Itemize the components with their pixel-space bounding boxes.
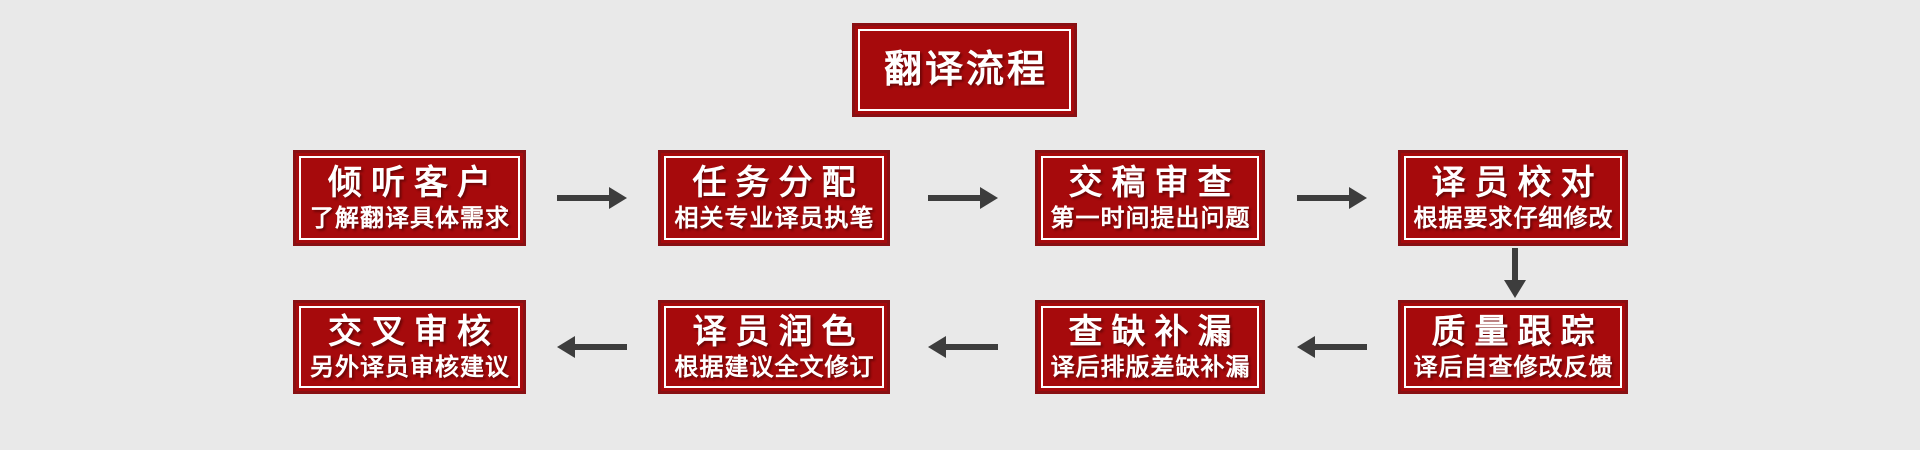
step-box-task-assignment: 任务分配 相关专业译员执笔 (658, 150, 890, 246)
step-box-translator-proofreading: 译员校对 根据要求仔细修改 (1398, 150, 1628, 246)
step-subtitle: 另外译员审核建议 (310, 353, 510, 381)
step-box-listen-to-customer: 倾听客户 了解翻译具体需求 (293, 150, 526, 246)
flowchart-title-box: 翻译流程 (852, 23, 1077, 117)
arrow-right-icon (557, 183, 627, 213)
step-title: 译员润色 (692, 312, 865, 351)
arrow-left-icon (1297, 332, 1367, 362)
step-title: 质量跟踪 (1431, 312, 1604, 351)
step-title: 倾听客户 (328, 163, 500, 202)
arrow-left-icon (928, 332, 998, 362)
step-box-translator-polishing: 译员润色 根据建议全文修订 (658, 300, 890, 394)
arrow-left-icon (557, 332, 627, 362)
step-subtitle: 译后自查修改反馈 (1413, 353, 1614, 381)
arrow-down-icon (1500, 248, 1530, 298)
step-title: 任务分配 (692, 163, 865, 202)
step-subtitle: 了解翻译具体需求 (310, 204, 510, 232)
step-subtitle: 相关专业译员执笔 (674, 204, 875, 232)
step-subtitle: 第一时间提出问题 (1050, 204, 1251, 232)
step-box-quality-tracking: 质量跟踪 译后自查修改反馈 (1398, 300, 1628, 394)
flowchart-title-box-inner: 翻译流程 (858, 29, 1071, 111)
step-title: 译员校对 (1431, 163, 1604, 202)
step-subtitle: 根据建议全文修订 (674, 353, 875, 381)
step-title: 交稿审查 (1068, 163, 1241, 202)
arrow-right-icon (1297, 183, 1367, 213)
step-title: 查缺补漏 (1068, 312, 1241, 351)
step-subtitle: 根据要求仔细修改 (1413, 204, 1614, 232)
step-box-gap-filling: 查缺补漏 译后排版差缺补漏 (1035, 300, 1265, 394)
step-subtitle: 译后排版差缺补漏 (1050, 353, 1251, 381)
arrow-right-icon (928, 183, 998, 213)
flowchart-title: 翻译流程 (883, 49, 1048, 91)
step-box-draft-review: 交稿审查 第一时间提出问题 (1035, 150, 1265, 246)
step-title: 交叉审核 (328, 312, 500, 351)
step-box-cross-review: 交叉审核 另外译员审核建议 (293, 300, 526, 394)
